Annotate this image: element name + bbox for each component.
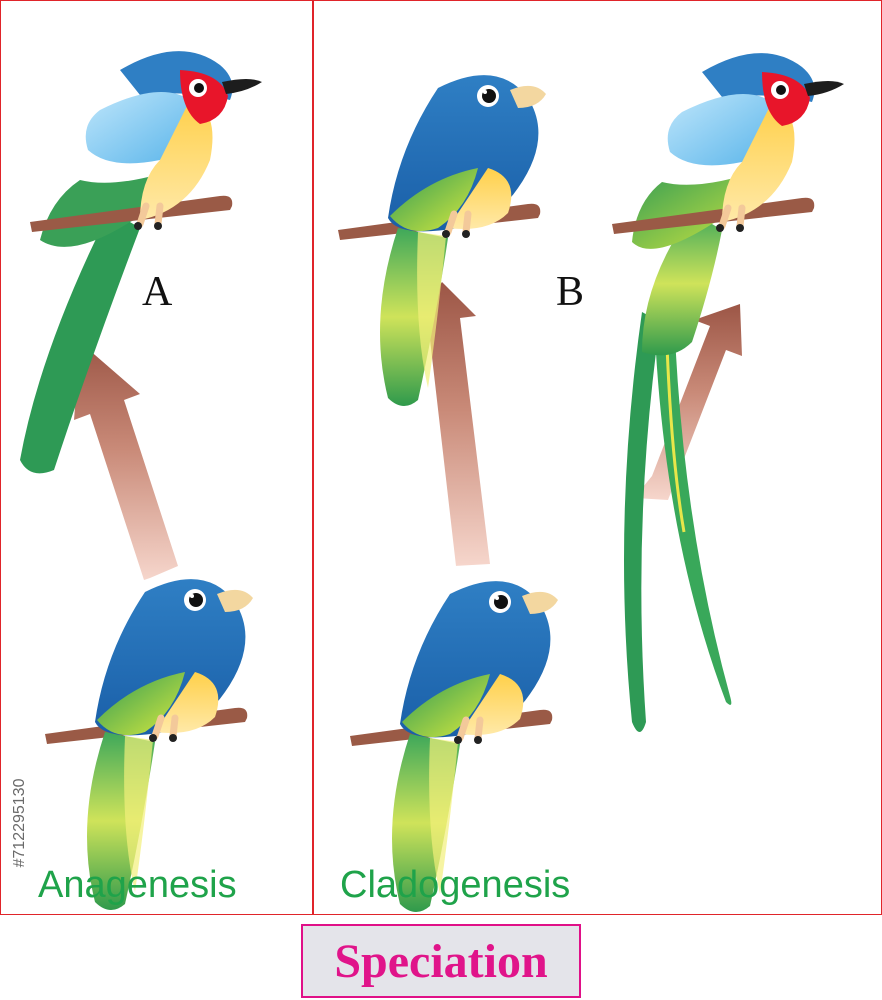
anagenesis-caption: Anagenesis [38,864,237,906]
stock-id-text: #712295130 [11,778,28,868]
descendant-bird-longtail [612,53,844,732]
anagenesis-arrow [74,342,178,580]
stock-id-label: #712295130 [0,772,34,892]
ancestral-bird-a [45,579,253,910]
title-box: Speciation [301,924,581,998]
panel-a-letter: A [142,269,173,315]
diagram-title: Speciation [334,934,548,988]
cladogenesis-arrow-left [412,282,490,566]
cladogenesis-arrow-right [634,304,742,500]
cladogenesis-caption: Cladogenesis [340,864,571,906]
ancestral-bird-b [350,581,558,912]
derived-bird-a [20,51,262,474]
speciation-illustration [20,0,882,915]
panel-b-letter: B [556,269,585,315]
